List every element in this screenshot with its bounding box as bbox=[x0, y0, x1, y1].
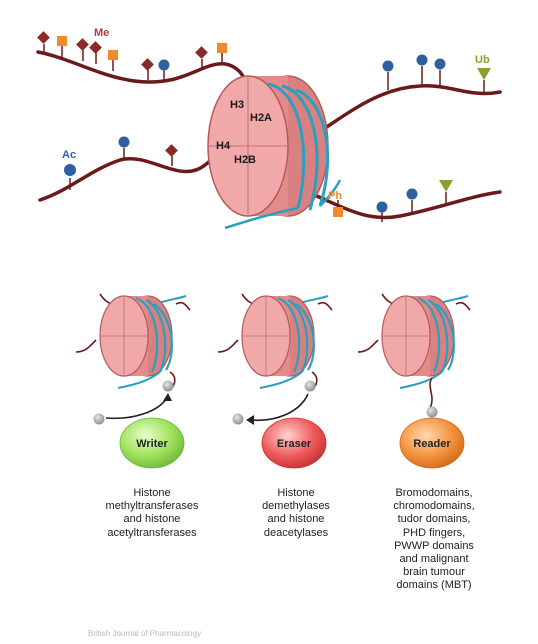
eraser-enzyme bbox=[261, 417, 327, 469]
writer-enzyme bbox=[119, 417, 185, 469]
methyl-diamond-mark bbox=[141, 58, 154, 80]
reader-caption-line: brain tumour bbox=[403, 566, 465, 579]
ubiquitin-label: Ub bbox=[475, 54, 490, 66]
eraser-arrowhead-icon bbox=[246, 415, 254, 425]
tail-upper-right bbox=[320, 84, 502, 132]
writer-panel: Writer bbox=[75, 293, 191, 469]
histone-label-h2b: H2B bbox=[234, 154, 256, 166]
writer-caption-line: and histone bbox=[123, 513, 181, 526]
reader-label: Reader bbox=[413, 438, 451, 450]
eraser-panel: Eraser bbox=[217, 293, 333, 469]
reader-bound-mark bbox=[426, 406, 438, 418]
acetyl-ball-mark bbox=[416, 54, 428, 86]
phospho-square-mark bbox=[333, 200, 343, 217]
acetyl-ball-mark bbox=[158, 59, 170, 81]
reader-panel: Reader bbox=[357, 293, 471, 469]
acetyl-ball-mark bbox=[376, 201, 388, 222]
dna-coil-3 bbox=[295, 88, 330, 207]
source-credit: British Journal of Pharmacology bbox=[88, 629, 201, 638]
writer-target-mark bbox=[162, 380, 174, 392]
methyl-diamond-mark bbox=[89, 41, 102, 64]
histone-label-h4: H4 bbox=[216, 140, 231, 152]
methyl-square-mark bbox=[57, 36, 67, 57]
reader-caption-line: PWWP domains bbox=[394, 539, 474, 552]
acetyl-ball-mark bbox=[64, 164, 76, 190]
reader-caption-line: PHD fingers, bbox=[402, 526, 466, 539]
eraser-label: Eraser bbox=[277, 438, 312, 450]
reader-nucleosome bbox=[357, 293, 471, 409]
methyl-label: Me bbox=[94, 27, 109, 39]
acetyl-ball-mark bbox=[118, 136, 130, 160]
eraser-caption-line: demethylases bbox=[262, 500, 330, 513]
dna-coil-1 bbox=[267, 82, 306, 209]
acetyl-ball-mark bbox=[434, 58, 446, 88]
writer-caption-line: acetyltransferases bbox=[107, 526, 197, 539]
tail-upper-left bbox=[36, 50, 254, 102]
reader-caption-line: domains (MBT) bbox=[396, 579, 472, 592]
writer-caption-line: Histone bbox=[133, 487, 171, 499]
dna-strand-in bbox=[224, 206, 299, 230]
reader-enzyme bbox=[399, 417, 465, 469]
phospho-label: Ph bbox=[328, 190, 342, 202]
acetyl-ball-mark bbox=[382, 60, 394, 90]
eraser-caption-line: and histone bbox=[267, 513, 325, 526]
eraser-caption-line: deacetylases bbox=[263, 526, 329, 539]
eraser-caption: Histone demethylases and histone deacety… bbox=[234, 487, 358, 540]
eraser-caption-line: Histone bbox=[277, 487, 315, 499]
writer-caption-line: methyltransferases bbox=[105, 500, 199, 513]
acetyl-ball-mark bbox=[406, 188, 418, 214]
reader-caption-line: and malignant bbox=[399, 553, 469, 566]
top-nucleosome-group: H3 H2A H4 H2B Me Ac Ph Ub bbox=[36, 27, 502, 230]
reader-caption-line: tudor domains, bbox=[397, 513, 471, 526]
reader-caption: Bromodomains, chromodomains, tudor domai… bbox=[372, 487, 496, 593]
methyl-diamond-mark bbox=[195, 46, 208, 70]
methyl-square-mark bbox=[217, 43, 227, 62]
methyl-diamond-mark bbox=[165, 144, 178, 166]
writer-arrowhead-icon bbox=[163, 393, 172, 401]
writer-caption: Histone methyltransferases and histone a… bbox=[90, 487, 214, 540]
ubiquitin-triangle-mark bbox=[477, 68, 491, 95]
reader-caption-line: Bromodomains, bbox=[395, 487, 473, 499]
eraser-removed-mark bbox=[232, 413, 244, 425]
ubiquitin-triangle-mark bbox=[439, 180, 453, 204]
eraser-nucleosome bbox=[217, 293, 333, 389]
tail-lower-right bbox=[298, 188, 502, 220]
histone-label-h2a: H2A bbox=[250, 112, 272, 124]
writer-label: Writer bbox=[136, 438, 168, 450]
dna-strand-out bbox=[319, 179, 342, 207]
eraser-source-mark bbox=[304, 380, 316, 392]
methyl-square-mark bbox=[108, 50, 118, 71]
histone-label-h3: H3 bbox=[230, 99, 244, 111]
writer-donor-mark bbox=[93, 413, 105, 425]
methyl-diamond-mark bbox=[37, 31, 50, 54]
reader-caption-line: chromodomains, bbox=[393, 500, 475, 513]
writer-transfer-arrow bbox=[105, 395, 169, 420]
dna-coil-2 bbox=[281, 84, 319, 211]
methyl-diamond-mark bbox=[76, 38, 89, 61]
writer-nucleosome bbox=[75, 293, 191, 389]
eraser-transfer-arrow bbox=[251, 393, 309, 422]
acetyl-label: Ac bbox=[62, 149, 76, 161]
